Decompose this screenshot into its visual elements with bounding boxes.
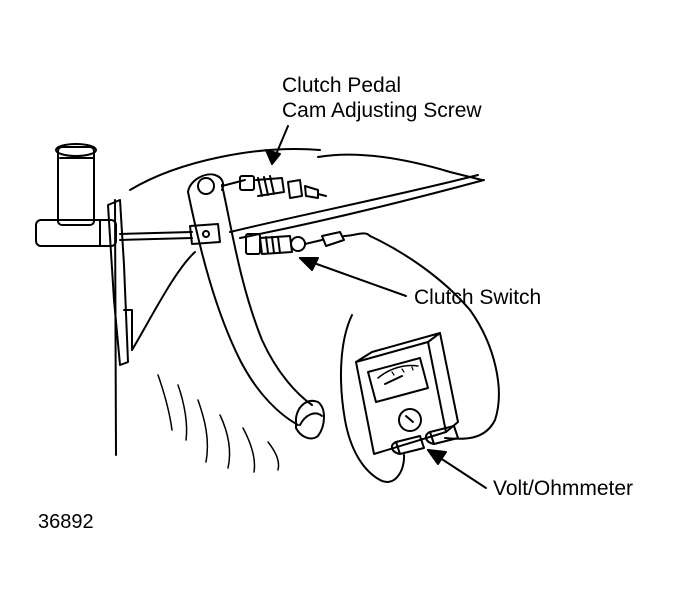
mounting-plate-inner	[123, 309, 133, 351]
lead-wire-left	[339, 314, 406, 483]
pedal-pad-inner	[299, 412, 323, 426]
switch-wire	[343, 232, 371, 237]
reservoir-cap	[55, 143, 97, 157]
motion-stroke	[177, 384, 188, 441]
cam-stop	[317, 193, 327, 197]
cam-thread-1	[257, 177, 263, 197]
label-volt-ohmmeter: Volt/Ohmmeter	[493, 477, 634, 500]
motion-stroke	[219, 414, 231, 469]
motion-stroke	[242, 427, 256, 473]
switch-body	[259, 235, 293, 255]
cam-screw-body	[255, 177, 285, 197]
arrow-cam-screw	[265, 125, 289, 165]
probe-left-tip	[390, 441, 401, 455]
meter-needle	[384, 375, 403, 385]
clevis-pin	[202, 230, 210, 238]
cam-nut-2	[304, 185, 319, 199]
support-rod-upper	[229, 174, 479, 233]
cam-bolt-head	[239, 175, 255, 191]
arrow-volt-ohmmeter	[427, 449, 487, 489]
firewall-curve	[129, 148, 321, 191]
pedal-pivot	[197, 177, 215, 195]
dash-edge	[317, 153, 483, 181]
pedal-arm-right	[221, 184, 313, 406]
cam-rod	[221, 179, 246, 187]
pedal-pad	[295, 399, 325, 440]
master-cylinder-reservoir	[57, 146, 95, 226]
label-cam-adjusting-screw: Cam Adjusting Screw	[282, 99, 482, 122]
pushrod-lower	[119, 237, 193, 241]
probe-right	[429, 425, 459, 445]
pedal-bracket	[131, 251, 196, 351]
pedal-arm-left	[187, 191, 299, 426]
pushrod	[119, 231, 193, 235]
meter-dial-mark	[405, 415, 414, 423]
support-rod-lower	[239, 179, 485, 239]
arrow-clutch-switch	[299, 257, 407, 297]
mounting-plate	[107, 199, 129, 366]
meter-display	[367, 357, 429, 403]
lead-wire-right	[369, 235, 500, 440]
switch-connector	[321, 231, 345, 247]
motion-stroke	[197, 399, 209, 463]
label-clutch-switch: Clutch Switch	[414, 286, 542, 309]
master-cylinder-body	[35, 219, 117, 247]
cam-nut	[287, 179, 303, 199]
figure-number: 36892	[38, 511, 94, 533]
label-clutch-pedal: Clutch Pedal	[282, 74, 402, 97]
switch-thread	[265, 236, 281, 254]
meter-tick	[391, 366, 414, 376]
motion-stroke	[157, 374, 173, 431]
meter-scale	[377, 364, 419, 379]
motion-stroke	[267, 441, 280, 471]
clevis	[189, 223, 221, 245]
probe-left	[395, 435, 425, 455]
switch-plunger	[304, 239, 323, 245]
meter-dial	[398, 408, 422, 432]
switch-nut	[290, 236, 306, 252]
probe-right-tip	[424, 431, 435, 445]
